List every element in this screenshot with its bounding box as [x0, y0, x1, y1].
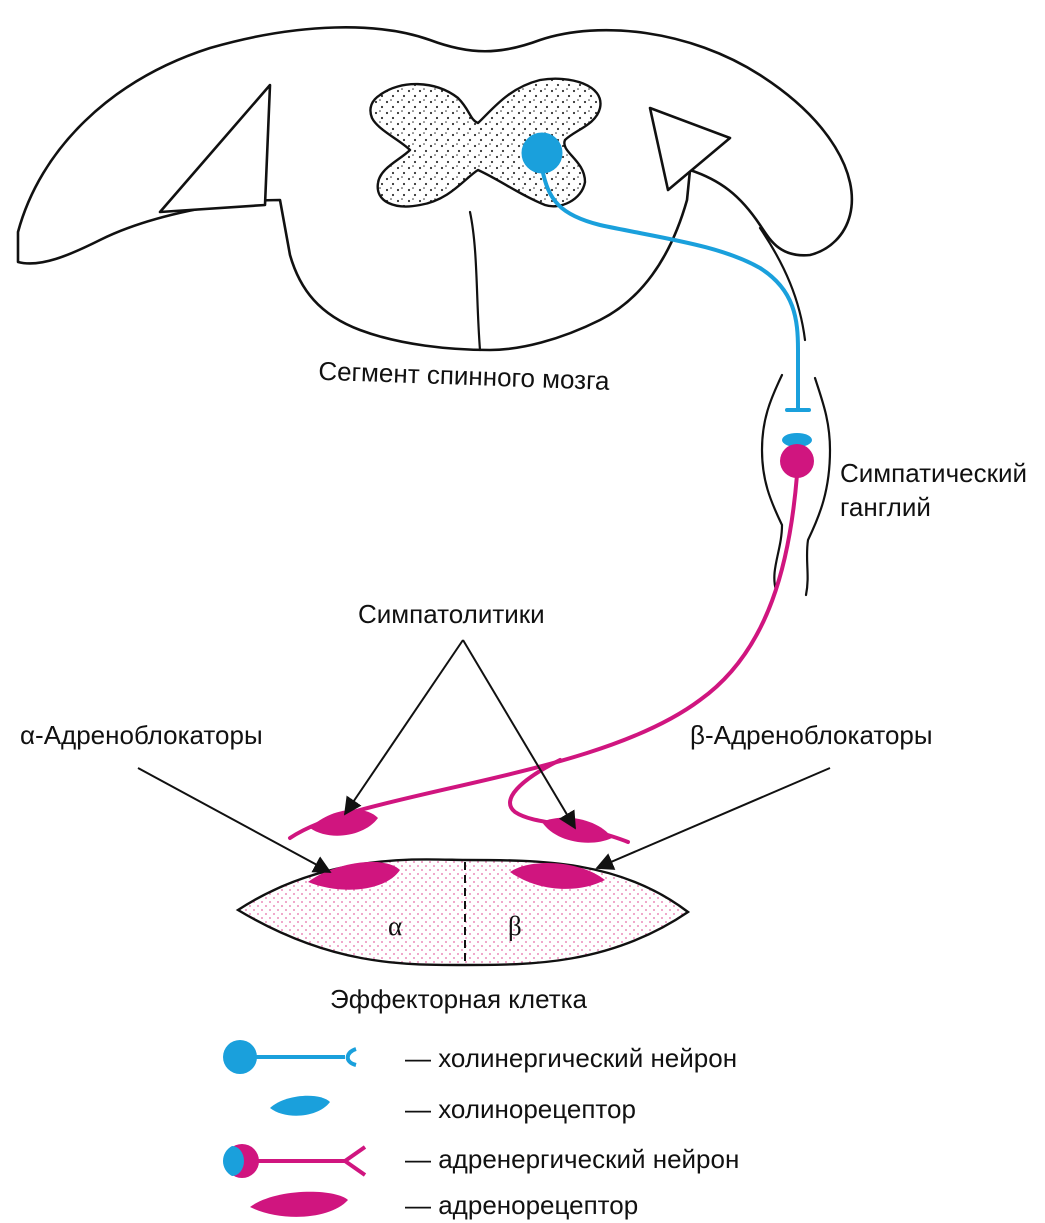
beta-receptor-label: β: [508, 911, 522, 941]
alpha-presynaptic-varicosity: [310, 810, 378, 836]
alpha-blockers-label: α-Адреноблокаторы: [20, 720, 263, 750]
sympatholytics-label: Симпатолитики: [358, 599, 545, 629]
legend: — холинергический нейрон — холинорецепто…: [223, 1040, 739, 1220]
spinal-segment-label: Сегмент спинного мозга: [318, 356, 611, 396]
effector-cell: α β Эффекторная клетка: [238, 859, 688, 1014]
ganglion-label-line2: ганглий: [840, 492, 931, 522]
spinal-cord-segment: Сегмент спинного мозга: [18, 27, 852, 396]
effector-cell-body: [238, 859, 688, 965]
legend-adrenergic-neuron-icon: [223, 1144, 365, 1178]
ganglion-left-contour: [762, 375, 782, 590]
legend-cholinoreceptor-icon: [270, 1096, 330, 1116]
legend-cholinergic-neuron-icon: [223, 1040, 356, 1074]
legend-adrenergic-neuron-text: — адренергический нейрон: [405, 1144, 739, 1174]
postganglionic-neuron-body: [780, 444, 814, 478]
alpha-receptor-label: α: [388, 911, 402, 941]
beta-blockers-arrow: [597, 768, 830, 868]
alpha-blockers-arrow: [138, 768, 330, 872]
beta-presynaptic-varicosity: [542, 818, 612, 843]
legend-adrenoreceptor-text: — адренорецептор: [405, 1190, 638, 1220]
ganglion-label-line1: Симпатический: [840, 458, 1027, 488]
beta-blockers-label: β-Адреноблокаторы: [690, 720, 933, 750]
sympatholytics-arrow-beta: [463, 640, 575, 828]
legend-cholinergic-neuron-text: — холинергический нейрон: [405, 1043, 737, 1073]
legend-cholinoreceptor-text: — холинорецептор: [405, 1094, 636, 1124]
effector-cell-label: Эффекторная клетка: [330, 984, 588, 1014]
legend-adrenoreceptor-icon: [250, 1192, 348, 1217]
